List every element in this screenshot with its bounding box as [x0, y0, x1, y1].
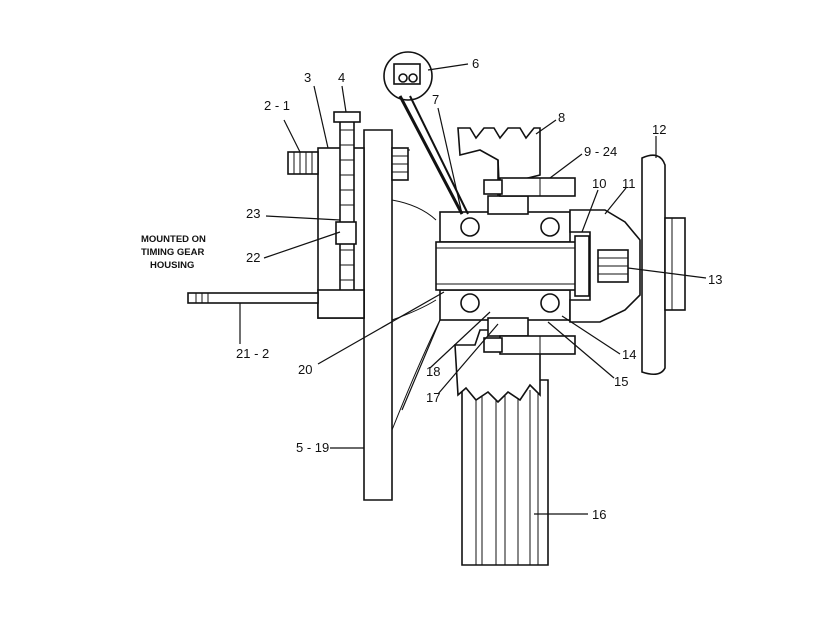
end-flange: [641, 154, 686, 376]
retainer-and-damper: [569, 209, 641, 323]
callout-18: 18: [426, 364, 440, 379]
callout-3: 3: [304, 70, 311, 85]
hub-bolts: [483, 177, 576, 355]
callout-11: 11: [622, 176, 636, 191]
disc-plate: [363, 129, 441, 501]
callout-17: 17: [426, 390, 440, 405]
callout-2-1: 2 - 1: [264, 98, 290, 113]
note-line-2: TIMING GEAR: [141, 247, 204, 258]
bearing-ball: [460, 293, 480, 313]
callout-20: 20: [298, 362, 312, 377]
callout-4: 4: [338, 70, 345, 85]
callout-6: 6: [472, 56, 479, 71]
detail-bubble: [383, 51, 469, 215]
callout-12: 12: [652, 122, 666, 137]
hub-housing: [435, 195, 577, 337]
callout-7: 7: [432, 92, 439, 107]
callout-15: 15: [614, 374, 628, 389]
leader-lines: [239, 63, 707, 515]
stud: [187, 292, 319, 304]
callout-5-19: 5 - 19: [296, 440, 329, 455]
callout-9-24: 9 - 24: [584, 144, 617, 159]
note-line-1: MOUNTED ON: [141, 234, 206, 245]
bracket-assembly: [187, 111, 365, 319]
bearing-ball: [540, 217, 560, 237]
callout-labels: 2 - 1 3 4 6 7 8 9 - 24 10 11 12 13 14 15…: [236, 56, 722, 522]
note-line-3: HOUSING: [150, 260, 194, 271]
bearing-ball: [460, 217, 480, 237]
callout-13: 13: [708, 272, 722, 287]
callout-8: 8: [558, 110, 565, 125]
callout-14: 14: [622, 347, 636, 362]
callout-22: 22: [246, 250, 260, 265]
mounting-note: MOUNTED ON TIMING GEAR HOUSING: [141, 234, 206, 271]
shaft: [435, 241, 577, 291]
callout-10: 10: [592, 176, 606, 191]
bearing-ball: [540, 293, 560, 313]
callout-21-2: 21 - 2: [236, 346, 269, 361]
callout-23: 23: [246, 206, 260, 221]
callout-16: 16: [592, 507, 606, 522]
belt-drive: [461, 379, 549, 566]
